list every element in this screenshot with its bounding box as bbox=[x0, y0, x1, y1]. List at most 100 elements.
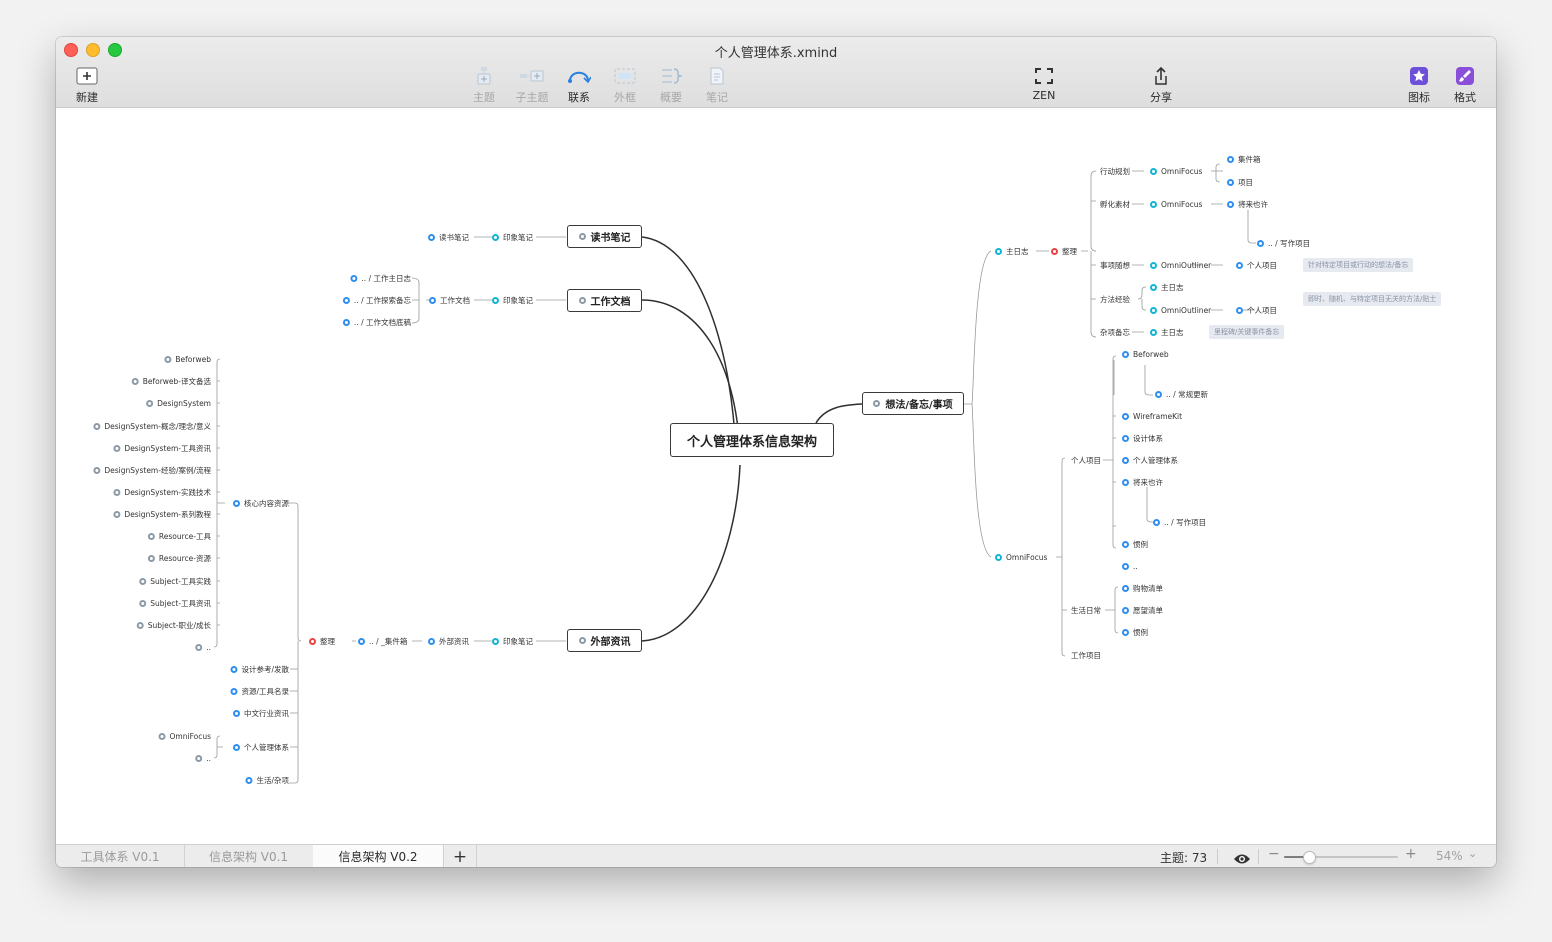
topic-core-item[interactable]: DesignSystem bbox=[146, 396, 211, 410]
summary-button[interactable]: 概要 bbox=[648, 65, 694, 105]
close-window-button[interactable] bbox=[64, 43, 78, 57]
topic-core-item[interactable]: Beforweb bbox=[164, 352, 211, 366]
topic-omnifocus-main[interactable]: OmniFocus bbox=[995, 550, 1047, 564]
relationship-button[interactable]: 联系 bbox=[556, 65, 602, 105]
topic-core-item[interactable]: .. bbox=[195, 640, 211, 654]
format-button[interactable]: 格式 bbox=[1442, 65, 1488, 105]
topic-omnioutliner[interactable]: OmniOutliner bbox=[1150, 303, 1211, 317]
topic-core-item[interactable]: Resource-资源 bbox=[147, 551, 211, 565]
topic-work-explore[interactable]: .. / 工作探索备忘 bbox=[342, 293, 411, 307]
new-button[interactable]: 新建 bbox=[64, 65, 110, 105]
topic-project-item[interactable]: 设计体系 bbox=[1122, 431, 1163, 445]
zen-button[interactable]: ZEN bbox=[1021, 65, 1067, 102]
topic-matters[interactable]: 事项随想 bbox=[1100, 260, 1130, 270]
topic-pm-omnifocus[interactable]: OmniFocus bbox=[158, 729, 211, 743]
zoom-slider-knob[interactable] bbox=[1303, 851, 1317, 864]
topic-regular-update[interactable]: .. / 常规更新 bbox=[1155, 387, 1208, 401]
topic-life-misc[interactable]: 生活/杂项 bbox=[245, 773, 289, 787]
chevron-down-icon[interactable]: ⌄ bbox=[1468, 847, 1478, 860]
topic-project-item[interactable]: 将来也许 bbox=[1122, 475, 1163, 489]
topic-core-item[interactable]: DesignSystem-工具资讯 bbox=[113, 441, 211, 455]
topic-work-projects[interactable]: 工作项目 bbox=[1071, 650, 1101, 660]
topic-evernote[interactable]: 印象笔记 bbox=[492, 230, 533, 244]
zoom-out-button[interactable]: − bbox=[1268, 846, 1280, 862]
topic-design-ref[interactable]: 设计参考/发散 bbox=[230, 662, 289, 676]
topic-project-item[interactable]: 个人管理体系 bbox=[1122, 453, 1178, 467]
subtopic-button[interactable]: 子主题 bbox=[509, 65, 555, 105]
topic-inbox-right[interactable]: 集件箱 bbox=[1227, 152, 1261, 166]
topic-project-item[interactable]: Beforweb bbox=[1122, 347, 1169, 361]
topic-life-item[interactable]: 购物清单 bbox=[1122, 581, 1163, 595]
topic-inbox[interactable]: .. / _集件箱 bbox=[358, 634, 407, 648]
topic-core-resources[interactable]: 核心内容资源 bbox=[233, 496, 289, 510]
topic-main-log[interactable]: 主日志 bbox=[995, 244, 1029, 258]
boundary-button[interactable]: 外框 bbox=[602, 65, 648, 105]
topic-core-item[interactable]: Subject-工具实践 bbox=[139, 574, 211, 588]
minimize-window-button[interactable] bbox=[86, 43, 100, 57]
topic-pm-system[interactable]: 个人管理体系 bbox=[233, 740, 289, 754]
sheet-tab-active[interactable]: 信息架构 V0.2 bbox=[313, 845, 444, 867]
topic-core-item[interactable]: DesignSystem-实践技术 bbox=[113, 485, 211, 499]
topic-incubation[interactable]: 孵化素材 bbox=[1100, 199, 1130, 209]
topic-action-planning[interactable]: 行动规划 bbox=[1100, 166, 1130, 176]
zoom-in-button[interactable]: + bbox=[1405, 846, 1417, 862]
topic-omnioutliner[interactable]: OmniOutliner bbox=[1150, 258, 1211, 272]
topic-project-item[interactable]: 惯例 bbox=[1122, 537, 1148, 551]
topic-project[interactable]: 项目 bbox=[1227, 175, 1253, 189]
mind-map-canvas[interactable]: 个人管理体系信息架构 读书笔记 工作文档 外部资讯 想法/备忘/事项 印象笔记 … bbox=[56, 108, 1496, 844]
topic-someday[interactable]: 将来也许 bbox=[1227, 197, 1268, 211]
main-topic-external[interactable]: 外部资讯 bbox=[567, 629, 642, 652]
topic-organize[interactable]: 整理 bbox=[309, 634, 335, 648]
topic-omnifocus[interactable]: OmniFocus bbox=[1150, 197, 1202, 211]
topic-resource-list[interactable]: 资源/工具名录 bbox=[230, 684, 289, 698]
topic-cn-news[interactable]: 中文行业资讯 bbox=[233, 706, 289, 720]
topic-external-info[interactable]: 外部资讯 bbox=[428, 634, 469, 648]
main-topic-ideas[interactable]: 想法/备忘/事项 bbox=[862, 392, 964, 415]
topic-pm-more[interactable]: .. bbox=[195, 751, 211, 765]
eye-icon[interactable] bbox=[1233, 850, 1251, 867]
topic-writing-project[interactable]: .. / 写作项目 bbox=[1257, 236, 1310, 250]
sheet-tab[interactable]: 工具体系 V0.1 bbox=[56, 845, 185, 867]
main-topic-work-docs[interactable]: 工作文档 bbox=[567, 289, 642, 312]
topic-evernote[interactable]: 印象笔记 bbox=[492, 293, 533, 307]
topic-core-item[interactable]: DesignSystem-概念/理念/意义 bbox=[93, 419, 211, 433]
topic-project-item[interactable]: .. bbox=[1122, 559, 1138, 573]
topic-personal-project[interactable]: 个人项目 bbox=[1236, 303, 1277, 317]
topic-core-item[interactable]: DesignSystem-经验/案例/流程 bbox=[93, 463, 211, 477]
sheet-tab[interactable]: 信息架构 V0.1 bbox=[184, 845, 314, 867]
topic-work-log[interactable]: .. / 工作主日志 bbox=[350, 271, 411, 285]
topic-omnifocus[interactable]: OmniFocus bbox=[1150, 164, 1202, 178]
zoom-level[interactable]: 54% bbox=[1436, 849, 1463, 863]
central-topic[interactable]: 个人管理体系信息架构 bbox=[670, 423, 834, 457]
topic-core-item[interactable]: Subject-职业/成长 bbox=[136, 618, 211, 632]
topic-personal-project[interactable]: 个人项目 bbox=[1236, 258, 1277, 272]
topic-core-item[interactable]: Resource-工具 bbox=[147, 529, 211, 543]
topic-button[interactable]: 主题 bbox=[461, 65, 507, 105]
topic-life-item[interactable]: 惯例 bbox=[1122, 625, 1148, 639]
topic-evernote[interactable]: 印象笔记 bbox=[492, 634, 533, 648]
icon-panel-button[interactable]: 图标 bbox=[1396, 65, 1442, 105]
add-sheet-button[interactable]: + bbox=[444, 845, 477, 867]
topic-misc-notes[interactable]: 杂项备忘 bbox=[1100, 327, 1130, 337]
share-button[interactable]: 分享 bbox=[1138, 65, 1184, 105]
zoom-window-button[interactable] bbox=[108, 43, 122, 57]
notes-button[interactable]: 笔记 bbox=[694, 65, 740, 105]
topic-main-log-sub[interactable]: 主日志 bbox=[1150, 280, 1184, 294]
topic-project-item[interactable]: WireframeKit bbox=[1122, 409, 1182, 423]
zoom-slider[interactable] bbox=[1284, 851, 1398, 864]
topic-core-item[interactable]: Subject-工具资讯 bbox=[139, 596, 211, 610]
topic-main-log-sub[interactable]: 主日志 bbox=[1150, 325, 1184, 339]
topic-reading-notebook[interactable]: 读书笔记 bbox=[428, 230, 469, 244]
topic-personal-projects[interactable]: 个人项目 bbox=[1071, 455, 1101, 465]
topic-organize-right[interactable]: 整理 bbox=[1051, 244, 1077, 258]
topic-methods[interactable]: 方法经验 bbox=[1100, 294, 1130, 304]
topic-writing-project[interactable]: .. / 写作项目 bbox=[1153, 515, 1206, 529]
topic-life-item[interactable]: 愿望清单 bbox=[1122, 603, 1163, 617]
topic-core-item[interactable]: DesignSystem-系列教程 bbox=[113, 507, 211, 521]
main-topic-reading[interactable]: 读书笔记 bbox=[567, 225, 642, 248]
topic-daily-life[interactable]: 生活日常 bbox=[1071, 605, 1101, 615]
topic-work-draft[interactable]: .. / 工作文档底稿 bbox=[342, 315, 411, 329]
topic-work-docs[interactable]: 工作文档 bbox=[429, 293, 470, 307]
topic-core-item[interactable]: Beforweb-译文备选 bbox=[131, 374, 211, 388]
notebook-icon bbox=[428, 233, 435, 241]
